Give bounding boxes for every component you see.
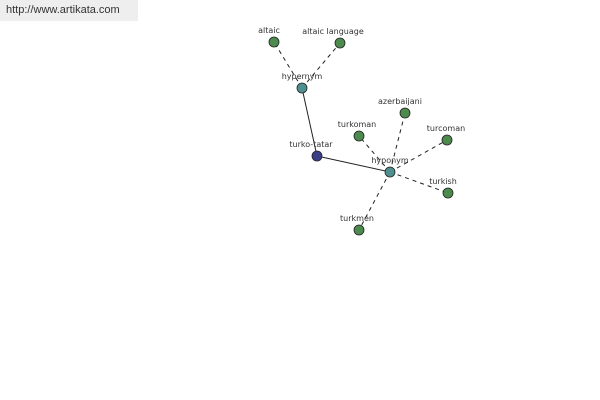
node-turkish[interactable]: turkish: [429, 177, 457, 199]
node-turkoman[interactable]: turkoman: [338, 120, 377, 142]
node-label-turkoman[interactable]: turkoman: [338, 120, 377, 129]
node-label-hyponym[interactable]: hyponym: [371, 156, 409, 165]
edge-turko-tatar-to-hyponym: [316, 155, 391, 173]
node-circle-azerbaijani[interactable]: [399, 107, 411, 119]
node-turko-tatar[interactable]: turko-tatar: [289, 140, 333, 162]
node-circle-altaic-language[interactable]: [334, 37, 346, 49]
node-circle-turkoman[interactable]: [353, 130, 365, 142]
graph-edges: [273, 41, 449, 231]
node-circle-turkmen[interactable]: [353, 224, 365, 236]
node-label-azerbaijani[interactable]: azerbaijani: [378, 97, 422, 106]
node-altaic-language[interactable]: altaic language: [302, 27, 364, 49]
node-label-altaic-language[interactable]: altaic language: [302, 27, 364, 36]
node-hypernym[interactable]: hypernym: [282, 72, 323, 94]
node-label-turcoman[interactable]: turcoman: [427, 124, 465, 133]
graph-nodes: turko-tatar hypernym hyponym altaic altaic l…: [258, 26, 465, 236]
edge-hyponym-to-azerbaijani: [389, 112, 406, 173]
node-label-turko-tatar[interactable]: turko-tatar: [289, 140, 333, 149]
node-turcoman[interactable]: turcoman: [427, 124, 465, 146]
node-turkmen[interactable]: turkmen: [340, 214, 374, 236]
site-url-link[interactable]: http://www.artikata.com: [0, 0, 138, 21]
edge-hyponym-to-turkish: [389, 171, 449, 194]
node-circle-hyponym[interactable]: [384, 166, 396, 178]
node-altaic[interactable]: altaic: [258, 26, 280, 48]
node-circle-turkish[interactable]: [442, 187, 454, 199]
node-label-turkish[interactable]: turkish: [429, 177, 457, 186]
edge-hyponym-to-turcoman: [389, 139, 448, 173]
node-label-altaic[interactable]: altaic: [258, 26, 280, 35]
node-circle-hypernym[interactable]: [296, 82, 308, 94]
edge-hypernym-to-altaic-language: [301, 42, 341, 89]
edge-turko-tatar-to-hypernym: [301, 87, 318, 157]
node-label-turkmen[interactable]: turkmen: [340, 214, 374, 223]
node-label-hypernym[interactable]: hypernym: [282, 72, 323, 81]
node-hyponym[interactable]: hyponym: [371, 156, 409, 178]
edge-hyponym-to-turkmen: [358, 171, 391, 231]
node-circle-turko-tatar[interactable]: [311, 150, 323, 162]
node-circle-altaic[interactable]: [268, 36, 280, 48]
node-azerbaijani[interactable]: azerbaijani: [378, 97, 422, 119]
node-circle-turcoman[interactable]: [441, 134, 453, 146]
edge-hypernym-to-altaic: [273, 41, 303, 89]
